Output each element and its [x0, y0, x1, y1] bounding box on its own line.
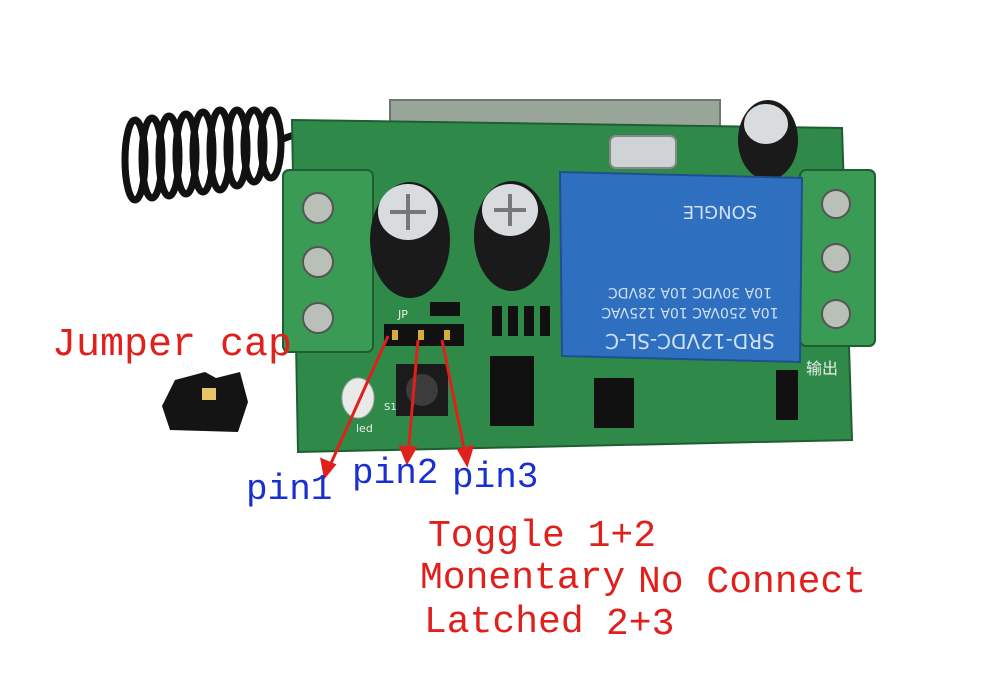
capacitor-small: [738, 100, 798, 180]
ic-chip-2: [594, 378, 634, 428]
ic-chip-3: [776, 370, 798, 420]
relay-brand: SONGLE: [683, 201, 757, 222]
relay-model: SRD-12VDC-SL-C: [605, 329, 775, 353]
relay: SRD-12VDC-SL-C 10A 250VAC 10A 125VAC 10A…: [558, 170, 804, 364]
jumper-header: JP: [384, 308, 464, 346]
led-marking: led: [356, 422, 373, 435]
capacitor-large-2: [474, 181, 550, 291]
no-connect-label: No Connect: [638, 561, 867, 604]
output-marking: 输出: [806, 359, 838, 378]
toggle-mode-label: Toggle 1+2: [428, 515, 657, 558]
relay-rating-1: 10A 250VAC 10A 125VAC: [601, 304, 778, 320]
small-component: [430, 302, 460, 316]
pin1-label: pin1: [246, 469, 333, 510]
jp-marking: JP: [397, 308, 408, 321]
latched-pins-label: 2+3: [606, 603, 675, 646]
jumper-cap: [162, 372, 248, 432]
resistor-array: [492, 306, 550, 336]
pin-arrows: [320, 335, 475, 480]
momentary-mode-label: Monentary: [420, 557, 626, 600]
crystal: [609, 135, 677, 169]
latched-mode-label: Latched: [424, 601, 584, 644]
capacitor-large-1: [370, 182, 450, 298]
pin3-label: pin3: [452, 457, 539, 498]
left-terminal-block: [282, 169, 374, 353]
pin2-label: pin2: [352, 453, 439, 494]
ic-chip-1: [490, 356, 534, 426]
jumper-cap-label: Jumper cap: [52, 323, 293, 368]
relay-rating-2: 10A 30VDC 10A 28VDC: [608, 284, 772, 300]
right-terminal-block: [799, 169, 876, 347]
s1-marking: S1: [384, 402, 397, 413]
